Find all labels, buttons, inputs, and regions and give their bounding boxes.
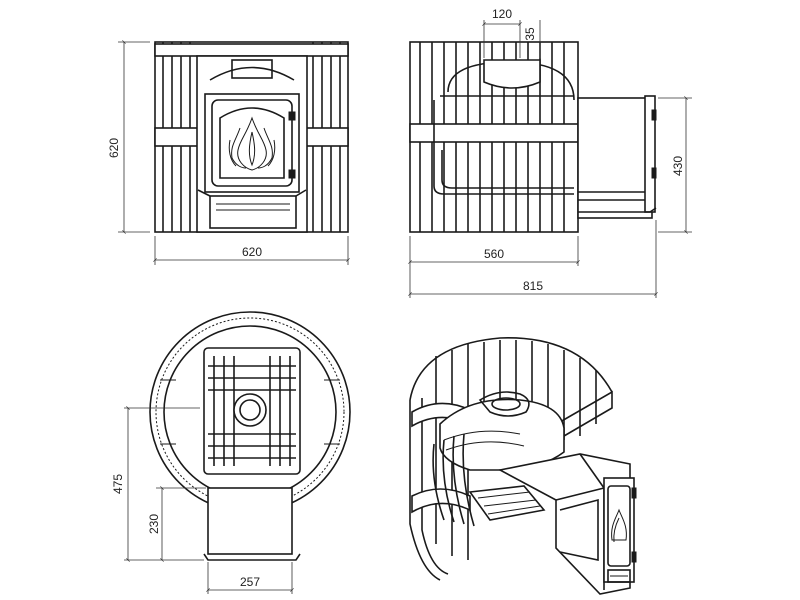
- top-depth-dimension: 475: [111, 406, 204, 562]
- front-view: [154, 41, 349, 233]
- isometric-view: [409, 337, 637, 595]
- top-neck-width-dimension: 257: [206, 562, 294, 594]
- side-door-height-dimension: 430: [658, 96, 692, 234]
- side-width-label: 560: [484, 247, 504, 261]
- front-height-dimension: 620: [107, 40, 150, 234]
- side-door-height-label: 430: [671, 156, 685, 176]
- top-neck-label: 230: [147, 514, 161, 534]
- side-total-label: 815: [523, 279, 543, 293]
- front-width-label: 620: [242, 245, 262, 259]
- top-depth-label: 475: [111, 474, 125, 494]
- side-total-dimension: 815: [408, 220, 658, 298]
- top-view: [149, 311, 351, 561]
- side-top-dimensions: 120 35: [482, 7, 541, 58]
- side-top-a-label: 120: [492, 7, 512, 21]
- front-height-label: 620: [107, 138, 121, 158]
- top-grid-bars: [208, 356, 296, 466]
- side-width-dimension: 560: [408, 236, 580, 298]
- flame-emblem: [228, 116, 276, 171]
- front-width-dimension: 620: [153, 236, 350, 265]
- top-neck-width-label: 257: [240, 575, 260, 589]
- top-neck-dimension: 230: [147, 486, 206, 562]
- side-view: [409, 41, 657, 233]
- side-top-b-label: 35: [523, 27, 537, 41]
